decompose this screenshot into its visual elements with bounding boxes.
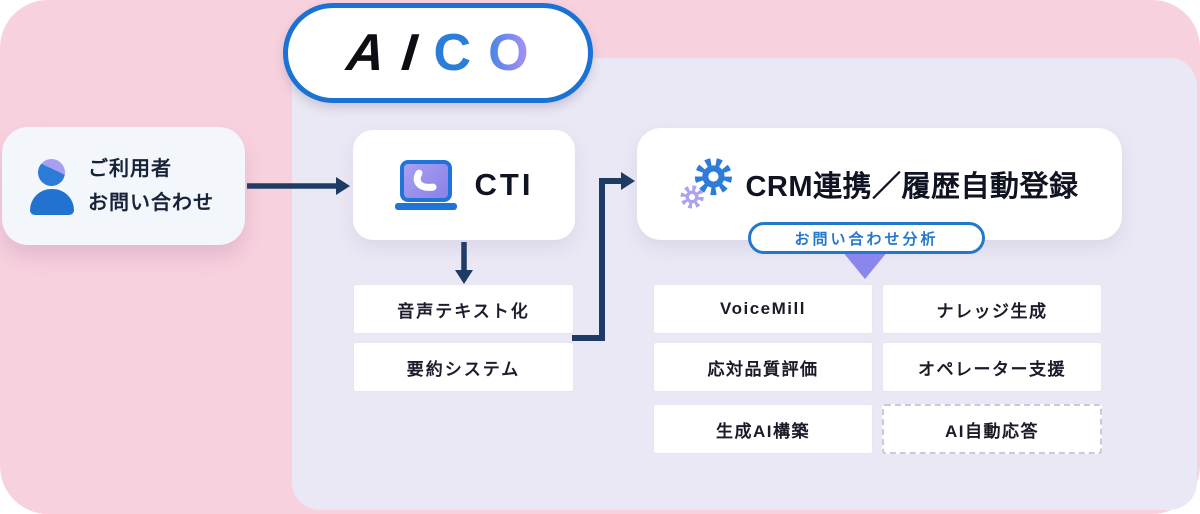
down-pointer-icon — [842, 251, 888, 279]
service-generative-ai-build: 生成AI構築 — [653, 404, 873, 454]
cti-node: CTI — [353, 130, 575, 240]
speech-to-text-box: 音声テキスト化 — [353, 284, 574, 334]
logo-letter-c: C — [433, 24, 472, 82]
arrow-summary-to-crm — [572, 172, 635, 341]
service-ai-auto-response: AI自動応答 — [882, 404, 1102, 454]
user-inquiry-line1: ご利用者 — [88, 158, 172, 180]
service-knowledge-generation: ナレッジ生成 — [882, 284, 1102, 334]
summary-system-box: 要約システム — [353, 342, 574, 392]
laptop-phone-icon — [394, 160, 457, 210]
user-icon-head — [38, 159, 65, 186]
user-icon — [29, 157, 75, 215]
gear-large — [695, 158, 733, 196]
gear-small — [680, 185, 705, 209]
user-inquiry-label: ご利用者 お問い合わせ — [88, 152, 214, 220]
crm-title: CRM連携／履歴自動登録 — [745, 171, 1079, 203]
service-response-quality: 応対品質評価 — [653, 342, 873, 392]
service-operator-support: オペレーター支援 — [882, 342, 1102, 392]
logo-letter-o: O — [488, 24, 529, 82]
user-inquiry-card: ご利用者 お問い合わせ — [2, 127, 245, 245]
service-voicemill: VoiceMill — [653, 284, 873, 334]
cti-label: CTI — [474, 167, 534, 202]
arrow-user-to-cti — [247, 177, 350, 195]
inquiry-analysis-badge: お問い合わせ分析 — [748, 222, 985, 254]
gears-icon — [680, 158, 733, 209]
logo-letter-a: A — [344, 24, 389, 82]
arrow-cti-to-stt — [455, 242, 473, 284]
user-inquiry-line2: お問い合わせ — [88, 192, 214, 214]
aico-logo: A I C O — [283, 3, 593, 103]
user-icon-body — [30, 189, 74, 215]
logo-letter-i: I — [398, 24, 420, 82]
phone-handset-icon — [413, 169, 437, 191]
crm-node: CRM連携／履歴自動登録 — [637, 128, 1122, 240]
